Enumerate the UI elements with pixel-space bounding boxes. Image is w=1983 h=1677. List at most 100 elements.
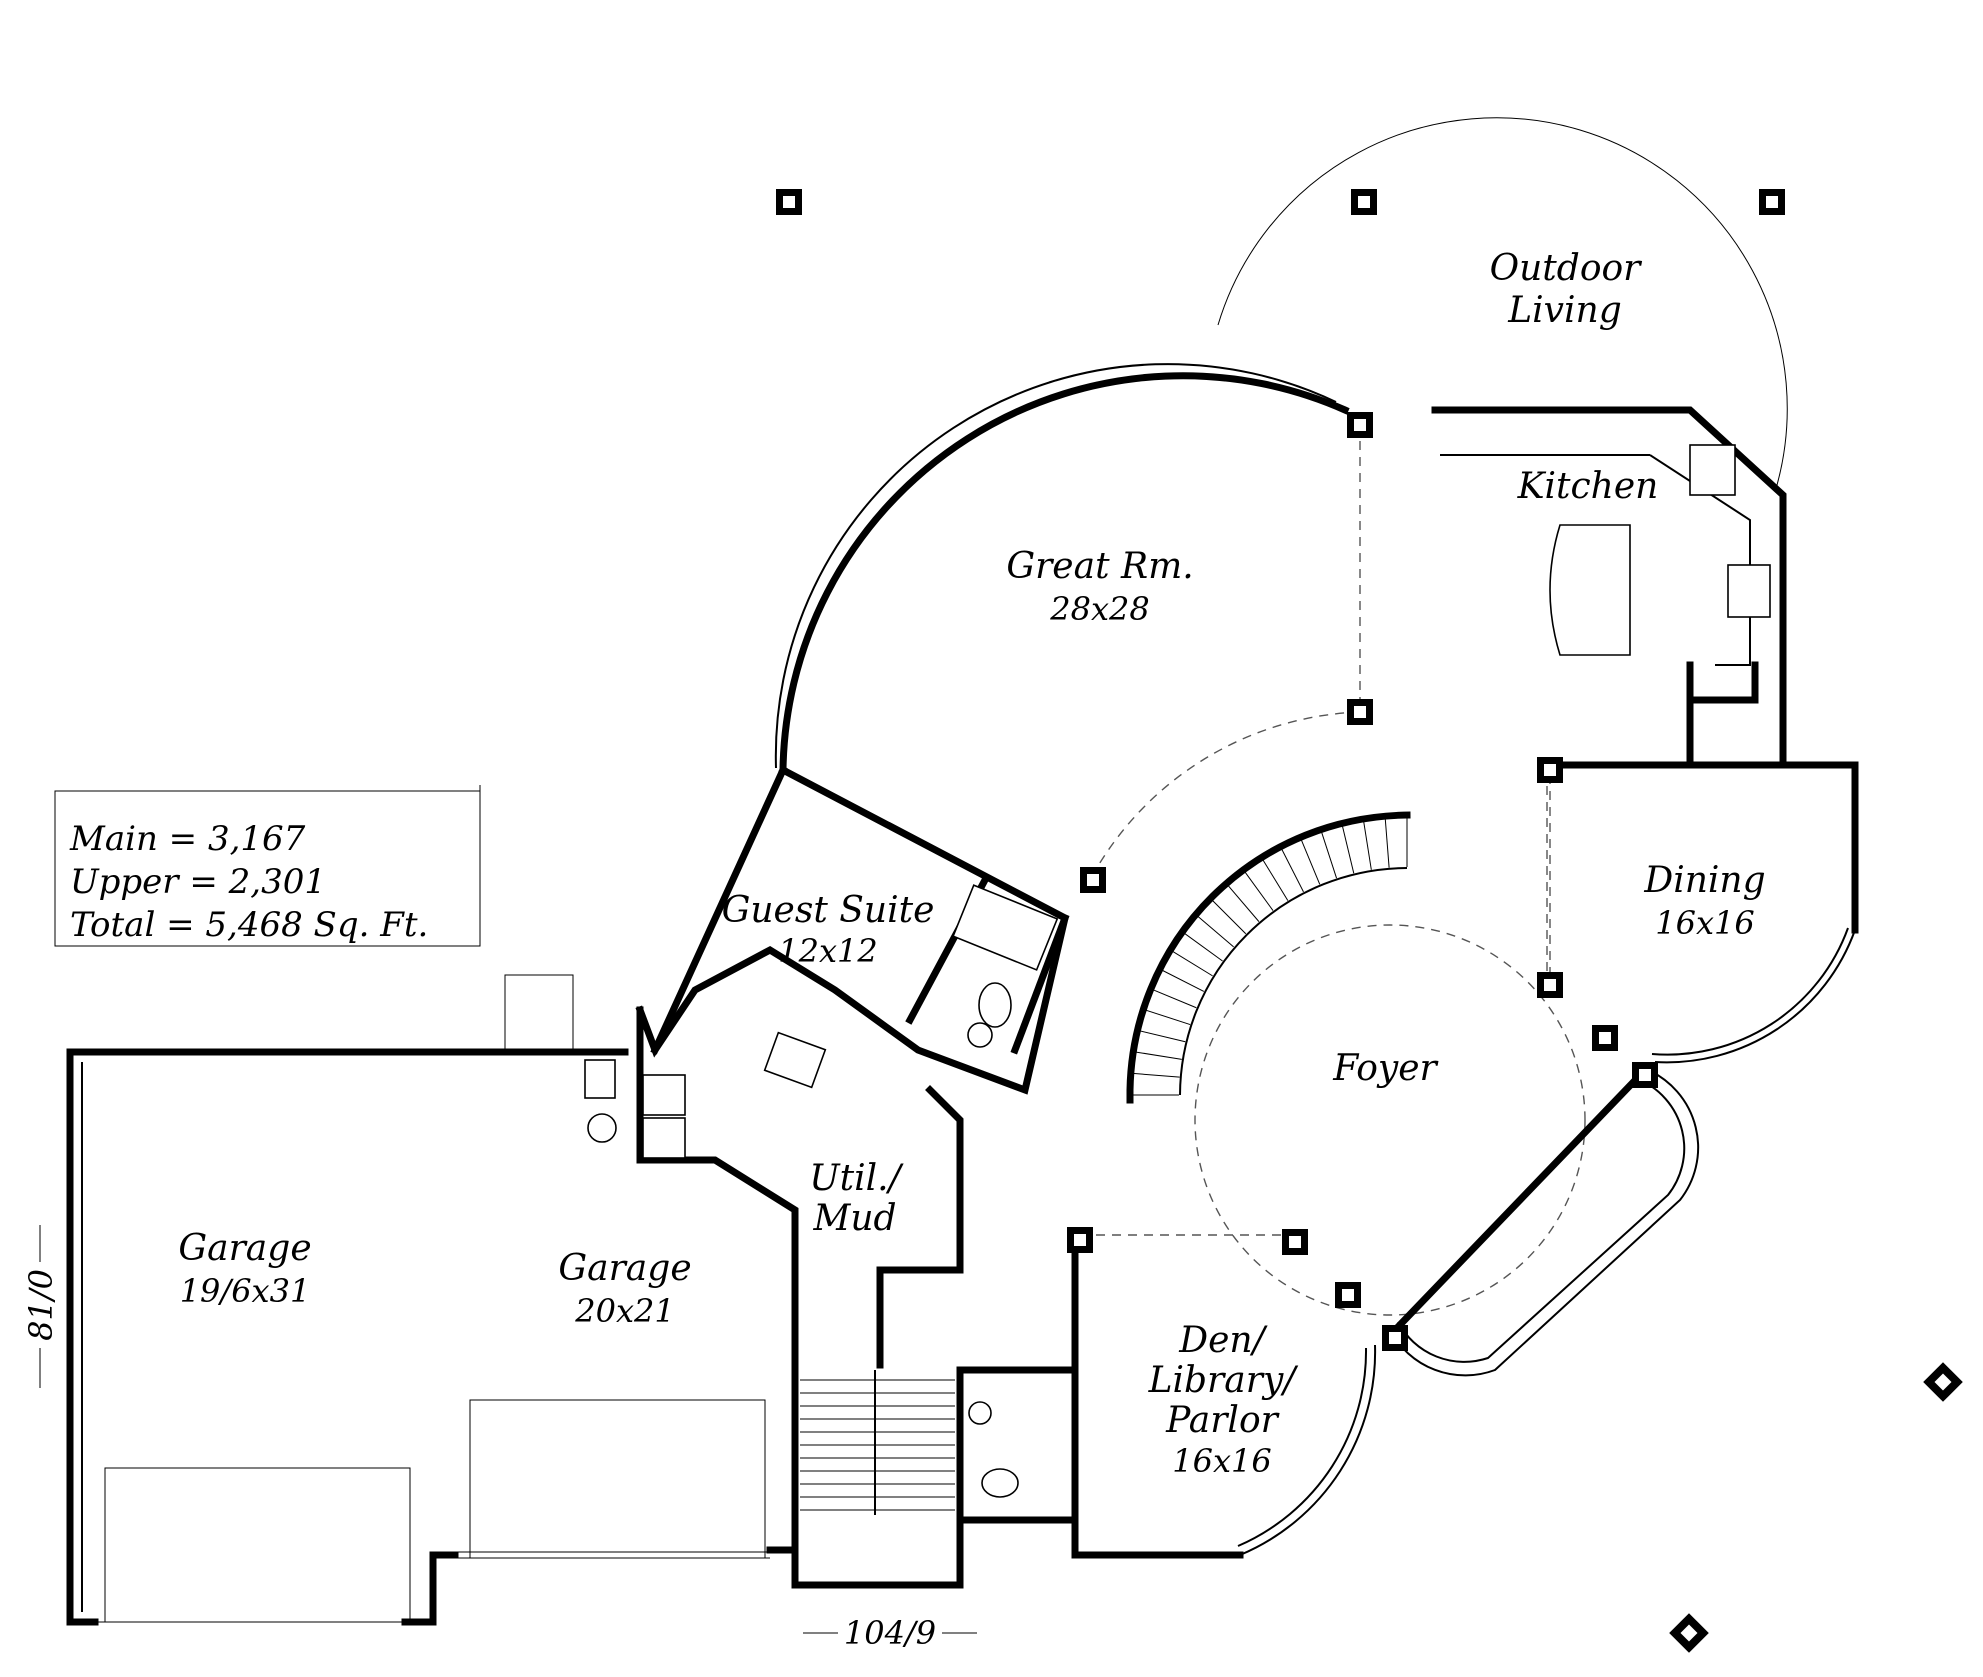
stair-tread (1208, 896, 1247, 935)
column-core (1354, 706, 1366, 718)
den-label-2: Library/ (1148, 1360, 1300, 1401)
stair-tread (1127, 1072, 1180, 1078)
den-curved-wall (1239, 1344, 1377, 1556)
kitchen-cooktop (1727, 564, 1771, 618)
den-walls (1071, 1241, 1244, 1559)
column-core (1074, 1234, 1086, 1246)
util-mud-label-1: Util./ (809, 1158, 904, 1199)
garage-right-label: Garage (558, 1248, 691, 1289)
stair-tread (1130, 1050, 1182, 1060)
column-core (1544, 764, 1556, 776)
column-core (1389, 1332, 1401, 1344)
guest-sink (967, 1022, 993, 1048)
area-total: Total = 5,468 Sq. Ft. (70, 905, 428, 945)
guest-suite-label: Guest Suite (722, 890, 935, 931)
dryer (642, 1117, 686, 1159)
dining-walls (1551, 761, 1859, 934)
garage-door-left (104, 1467, 411, 1623)
guest-suite-walls (635, 765, 1070, 1095)
column-core (1599, 1032, 1611, 1044)
stair-tread (1134, 1029, 1186, 1043)
great-room-label: Great Rm. (1006, 546, 1193, 587)
powder-sink (968, 1401, 992, 1425)
garage-exterior-box (504, 974, 574, 1053)
area-upper: Upper = 2,301 (70, 862, 326, 902)
marker-diamond-core (1934, 1373, 1952, 1391)
powder-toilet (981, 1468, 1019, 1498)
den-curved-wall-inner (1237, 1347, 1368, 1547)
stair-tread (1148, 987, 1197, 1009)
garage-right-size: 20x21 (574, 1292, 674, 1330)
main-stair-inner (1179, 867, 1408, 1096)
stair-tread (1193, 912, 1234, 948)
column-core (1354, 419, 1366, 431)
outdoor-living-label-2: Living (1507, 290, 1622, 331)
stair-tread (1224, 881, 1260, 922)
den-label-1: Den/ (1178, 1320, 1268, 1361)
column-core (1358, 196, 1370, 208)
great-room-curved-wall (779, 372, 1350, 774)
stair-tread (1167, 948, 1213, 977)
stair-tread (1140, 1007, 1191, 1026)
outdoor-living-outline (1217, 117, 1788, 493)
util-mud-right-wall (876, 1085, 964, 1369)
stair-tread (1180, 930, 1223, 962)
entry-wall (1390, 1065, 1650, 1335)
dining-size: 16x16 (1655, 904, 1754, 942)
entry-portico (1389, 1069, 1700, 1377)
great-room-curved-wall-inner (774, 363, 1337, 769)
great-room-dashed-arc (1089, 711, 1361, 881)
foyer-outline (1194, 924, 1586, 1316)
main-stair-outer (1126, 811, 1411, 1104)
guest-bathtub (952, 884, 1059, 971)
area-main: Main = 3,167 (69, 819, 306, 859)
den-size: 16x16 (1172, 1442, 1271, 1480)
dining-label: Dining (1643, 860, 1765, 901)
stair-tread (1319, 828, 1338, 879)
overall-width: 104/9 (844, 1614, 936, 1652)
kitchen-island (1549, 524, 1631, 656)
rear-stair-treads (800, 1379, 955, 1511)
guest-toilet (978, 982, 1012, 1028)
util-mud-walls (636, 1006, 799, 1564)
kitchen-walls (1431, 406, 1787, 769)
stair-tread (1362, 818, 1372, 870)
outdoor-living-label-1: Outdoor (1490, 248, 1643, 289)
stair-tread (1157, 967, 1205, 992)
guest-suite-size: 12x12 (778, 932, 877, 970)
washer (642, 1074, 686, 1116)
dining-curved-wall (1654, 929, 1856, 1064)
column-core (1766, 196, 1778, 208)
columns (776, 189, 1963, 1653)
garage-left-walls (66, 1048, 629, 1626)
great-room-size: 28x28 (1049, 590, 1149, 628)
stair-tread (1242, 868, 1274, 911)
garage-left-size: 19/6x31 (180, 1272, 311, 1310)
garage-right-bottom-wall (401, 1551, 459, 1626)
garage-tank (587, 1113, 617, 1143)
garage-left-label: Garage (178, 1228, 311, 1269)
guest-suite-left-wall (650, 765, 788, 1055)
powder-walls (956, 1366, 1079, 1524)
stair-tread (1279, 845, 1304, 893)
column-core (1639, 1069, 1651, 1081)
column-core (1289, 1236, 1301, 1248)
util-sink (763, 1031, 827, 1089)
garage-water-heater (584, 1059, 616, 1099)
garage-door-right (469, 1399, 766, 1559)
foyer-label: Foyer (1332, 1048, 1438, 1089)
dining-curved-wall-inner (1651, 927, 1849, 1056)
rear-stair-box (791, 1366, 964, 1589)
pantry-walls (1686, 661, 1759, 704)
guest-bath-walls (1010, 913, 1070, 1055)
util-mud-label-2: Mud (812, 1198, 896, 1239)
kitchen-label: Kitchen (1517, 466, 1659, 507)
column-core (783, 196, 795, 208)
marker-diamond-core (1680, 1624, 1698, 1642)
stair-tread (1341, 822, 1355, 874)
overall-depth: 81/0 (22, 1269, 60, 1341)
stair-treads (1127, 815, 1408, 1096)
kitchen-sink (1689, 444, 1736, 496)
stair-tread (1384, 815, 1390, 868)
